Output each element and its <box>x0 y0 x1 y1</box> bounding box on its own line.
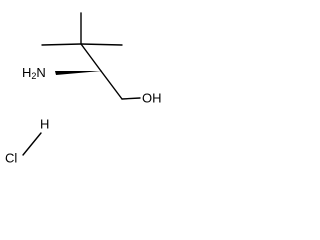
chlorine-label: Cl <box>5 150 17 165</box>
bond-stereocenter-methylene <box>100 70 123 100</box>
bond-quaternary-methyl-right <box>80 43 123 46</box>
wedge-bond-amine <box>55 71 101 75</box>
hydroxyl-label: OH <box>142 90 162 105</box>
hydrogen-label: H <box>40 116 49 131</box>
amine-subscript: 2 <box>31 71 36 81</box>
amine-hydrogen: H <box>22 65 31 80</box>
bond-quaternary-stereocenter <box>80 43 102 72</box>
bond-methylene-hydroxyl <box>121 97 141 100</box>
amine-label: H2N <box>22 65 46 81</box>
chemical-structure: H2N OH Cl H <box>5 12 162 165</box>
bond-quaternary-methyl-left <box>41 43 82 46</box>
amine-nitrogen: N <box>36 65 45 80</box>
bond-hydrogen-chloride <box>22 132 42 156</box>
